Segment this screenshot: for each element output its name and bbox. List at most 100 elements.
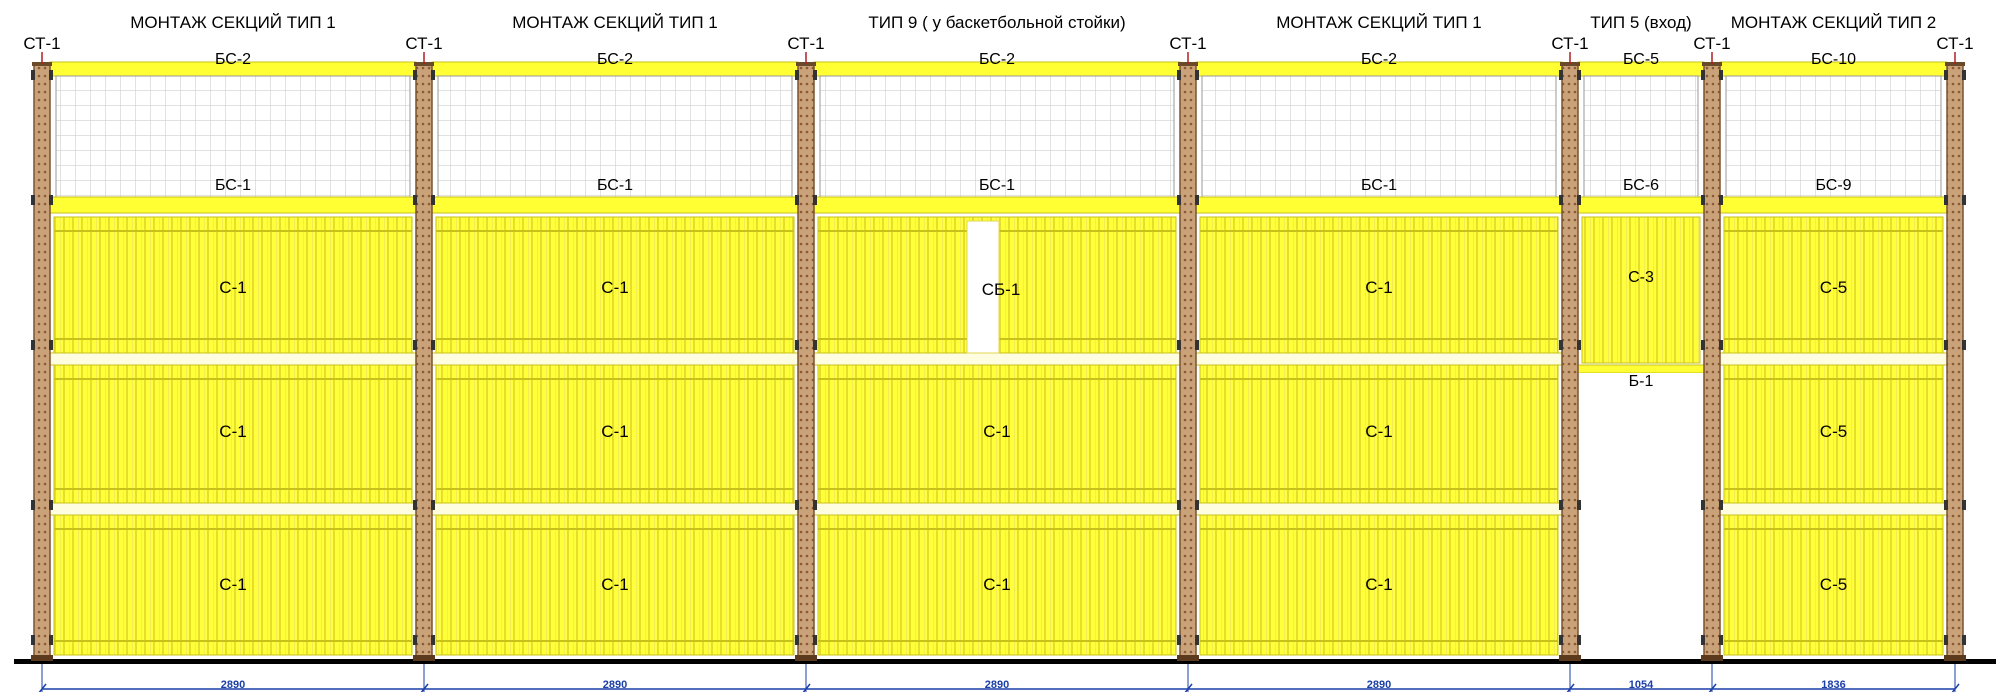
post-clamp — [1177, 500, 1181, 510]
post-clamp — [1559, 70, 1563, 80]
slat-panel — [1723, 514, 1944, 656]
band-label: БС-1 — [1361, 177, 1397, 194]
post-clamp — [1195, 340, 1199, 350]
post-clamp — [1177, 70, 1181, 80]
post-clamp — [49, 340, 53, 350]
post-column — [1946, 63, 1964, 660]
post-clamp — [1962, 635, 1966, 645]
post-clamp — [413, 340, 417, 350]
post-clamp — [31, 635, 35, 645]
basketball-insert — [966, 220, 1000, 354]
row-label: С-5 — [1820, 575, 1847, 594]
section-title: МОНТАЖ СЕКЦИЙ ТИП 2 — [1731, 13, 1937, 32]
post-clamp — [1559, 340, 1563, 350]
top-panel-label: БС-10 — [1811, 51, 1856, 68]
band-label: БС-6 — [1623, 177, 1659, 194]
post-clamp — [413, 500, 417, 510]
post-clamp — [1177, 340, 1181, 350]
section-title: МОНТАЖ СЕКЦИЙ ТИП 1 — [512, 13, 718, 32]
mesh-panel — [1201, 75, 1557, 198]
post-clamp — [1577, 70, 1581, 80]
band-label: БС-1 — [597, 177, 633, 194]
post-1 — [31, 52, 53, 692]
post-clamp — [1559, 195, 1563, 205]
post-clamp — [49, 195, 53, 205]
post-clamp — [1577, 635, 1581, 645]
row-label: С-1 — [1365, 575, 1392, 594]
section-title: МОНТАЖ СЕКЦИЙ ТИП 1 — [130, 13, 336, 32]
post-label: СТ-1 — [23, 34, 60, 53]
fence-section-2 — [431, 61, 799, 656]
row-gap — [431, 502, 799, 516]
row-label: С-1 — [601, 575, 628, 594]
band-label: БС-9 — [1815, 177, 1851, 194]
post-column — [1561, 63, 1579, 660]
post-clamp — [795, 70, 799, 80]
post-column — [33, 63, 51, 660]
post-base — [795, 655, 817, 661]
post-clamp — [1577, 500, 1581, 510]
post-clamp — [31, 340, 35, 350]
post-label: СТ-1 — [1551, 34, 1588, 53]
post-clamp — [1701, 635, 1705, 645]
post-clamp — [31, 500, 35, 510]
row-gap — [1195, 352, 1563, 366]
post-column — [1703, 63, 1721, 660]
post-clamp — [1701, 340, 1705, 350]
top-panel-label: БС-2 — [597, 51, 633, 68]
post-label: СТ-1 — [787, 34, 824, 53]
dimension-value: 2890 — [985, 679, 1009, 691]
middle-band — [1195, 196, 1563, 214]
section-title: ТИП 9 ( у баскетбольной стойки) — [868, 13, 1125, 32]
post-2 — [413, 52, 435, 692]
dimension-value: 1054 — [1629, 679, 1654, 691]
middle-band — [1719, 196, 1948, 214]
post-clamp — [1944, 340, 1948, 350]
post-5 — [1559, 52, 1581, 692]
post-column — [797, 63, 815, 660]
post-clamp — [1944, 70, 1948, 80]
post-clamp — [1962, 340, 1966, 350]
row-label: С-1 — [601, 422, 628, 441]
section-title: МОНТАЖ СЕКЦИЙ ТИП 1 — [1276, 13, 1482, 32]
row-gap — [1195, 502, 1563, 516]
post-clamp — [1944, 195, 1948, 205]
slat-panel — [53, 514, 413, 656]
slat-panel — [435, 514, 795, 656]
row-label: С-1 — [983, 575, 1010, 594]
mesh-panel — [437, 75, 793, 198]
post-clamp — [49, 70, 53, 80]
post-clamp — [31, 195, 35, 205]
post-base — [1177, 655, 1199, 661]
slat-panel — [1199, 514, 1559, 656]
mesh-panel — [55, 75, 411, 198]
slat-panel — [435, 364, 795, 504]
post-clamp — [1719, 500, 1723, 510]
row-gap — [1719, 502, 1948, 516]
post-clamp — [1719, 635, 1723, 645]
row-label: С-3 — [1628, 269, 1654, 286]
post-clamp — [431, 195, 435, 205]
middle-band — [813, 196, 1181, 214]
post-clamp — [1944, 500, 1948, 510]
post-clamp — [1701, 195, 1705, 205]
post-clamp — [1177, 635, 1181, 645]
post-clamp — [1944, 635, 1948, 645]
middle-band — [49, 196, 417, 214]
post-clamp — [1719, 195, 1723, 205]
door-beam — [1577, 364, 1705, 374]
post-clamp — [813, 500, 817, 510]
row-label: С-1 — [601, 278, 628, 297]
post-column — [1179, 63, 1197, 660]
post-clamp — [813, 340, 817, 350]
section-title: ТИП 5 (вход) — [1590, 13, 1691, 32]
post-clamp — [1962, 195, 1966, 205]
post-base — [1944, 655, 1966, 661]
top-panel-label: БС-5 — [1623, 51, 1659, 68]
middle-band — [431, 196, 799, 214]
row-label: С-1 — [219, 278, 246, 297]
mesh-panel — [819, 75, 1175, 198]
row-gap — [49, 502, 417, 516]
mesh-panel — [1725, 75, 1942, 198]
post-clamp — [431, 70, 435, 80]
